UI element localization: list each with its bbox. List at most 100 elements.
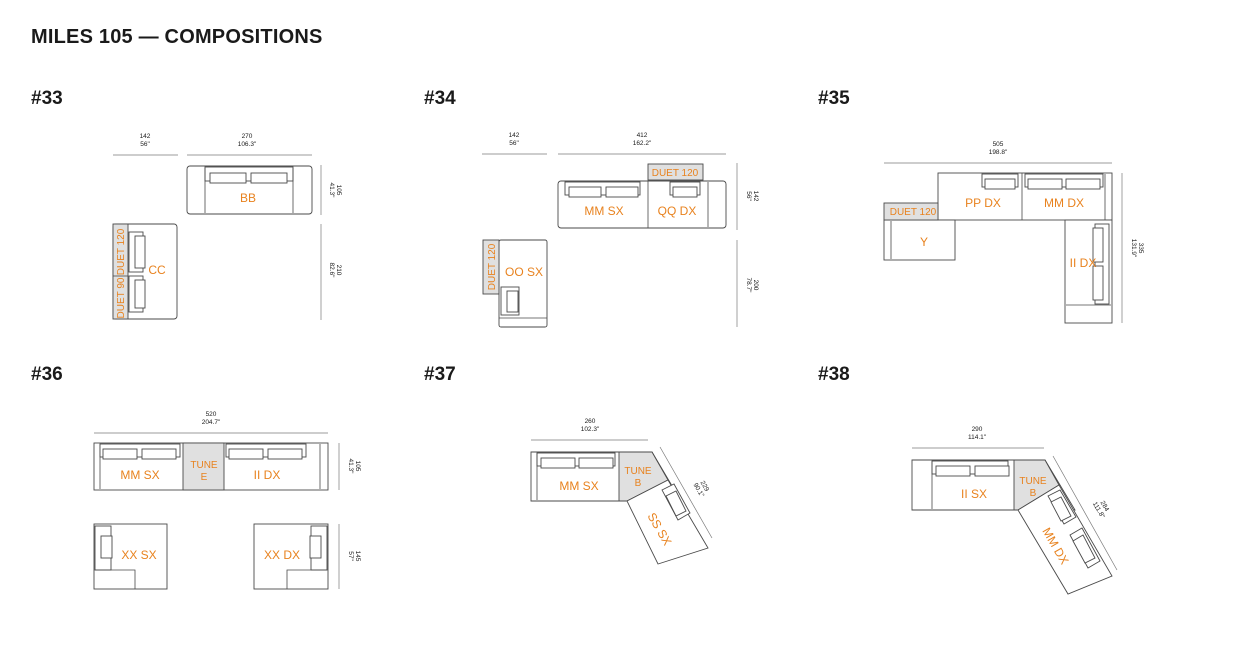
cushion <box>1072 534 1096 564</box>
dim-line <box>1052 455 1118 571</box>
duet-bar <box>112 223 129 320</box>
composition-37-plan: 260 102.3" 229 90.1" MM SX TUNE B SS SX <box>530 418 713 565</box>
module-y <box>883 219 956 261</box>
module-label-duet90: DUET 90 <box>116 277 127 318</box>
cushion <box>540 457 576 469</box>
dim-label: 162.2" <box>633 140 652 147</box>
cushion <box>605 186 639 198</box>
dim-label: 520 <box>206 411 217 418</box>
dim-label: 106.3" <box>238 141 257 148</box>
cushion <box>1092 265 1104 301</box>
dim-label: 270 <box>242 133 253 140</box>
dim-label: 505 <box>993 141 1004 148</box>
dim-label: 56" <box>745 191 752 201</box>
seat-line <box>95 569 136 589</box>
cushion <box>665 490 687 517</box>
cushion <box>568 186 602 198</box>
duet-bar <box>883 202 939 221</box>
dim-label: 57" <box>347 551 354 561</box>
dim-label: 335 <box>1137 243 1144 254</box>
module-label-ii-dx: II DX <box>1070 256 1097 270</box>
module-label-ii-dx: II DX <box>254 468 281 482</box>
dim-label: 56" <box>509 140 519 147</box>
dim-label: 210 <box>335 265 342 276</box>
module-label-tune: TUNE <box>190 460 218 471</box>
cushion <box>228 448 264 460</box>
dim-label: 198.8" <box>989 149 1008 156</box>
module-label-ii-sx: II SX <box>961 487 987 501</box>
module-label-bb: BB <box>240 191 256 205</box>
cushion <box>1050 496 1072 522</box>
module-label-oo-sx: OO SX <box>505 265 543 279</box>
composition-label-33: #33 <box>31 88 63 109</box>
module-label-xx-dx: XX DX <box>264 548 300 562</box>
dim-label: 41.3" <box>347 459 354 475</box>
cushion <box>141 448 177 460</box>
module-label-cc: CC <box>148 263 166 277</box>
module-label-duet120: DUET 120 <box>487 243 498 290</box>
dim-label: 105 <box>354 461 361 472</box>
composition-33-plan: 142 56" 270 106.3" 105 41.3" 210 82.6" B… <box>112 133 342 320</box>
duet-bar <box>647 163 704 181</box>
module-label-tune-b: B <box>635 478 642 489</box>
composition-label-34: #34 <box>424 88 456 109</box>
module-label-xx-sx: XX SX <box>121 548 156 562</box>
dim-label: 114.1" <box>968 434 987 441</box>
tune-block <box>182 442 225 491</box>
cushion <box>267 448 303 460</box>
composition-label-37: #37 <box>424 364 456 385</box>
cushion <box>102 448 138 460</box>
composition-34-plan: 142 56" 412 162.2" 142 56" 200 78.7" DUE… <box>482 132 759 328</box>
module-label-mm-dx: MM DX <box>1044 196 1084 210</box>
dim-label: 142 <box>140 133 151 140</box>
composition-36-plan: 520 204.7" 105 41.3" 145 57" MM SX TUNE … <box>93 411 361 590</box>
dim-label: 229 <box>699 480 711 493</box>
duet-bar <box>482 239 500 295</box>
cushion <box>1092 227 1104 263</box>
cushion <box>250 172 288 184</box>
cushion <box>672 186 698 198</box>
module-label-duet120: DUET 120 <box>890 207 937 218</box>
cushion <box>209 172 247 184</box>
dim-label: 284 <box>1099 500 1111 513</box>
module-ss-sx <box>626 479 709 565</box>
dim-label: 82.6" <box>328 263 335 279</box>
module-label-mm-sx: MM SX <box>559 479 598 493</box>
dim-label: 102.3" <box>581 426 600 433</box>
dim-label: 105 <box>335 185 342 196</box>
cushion <box>1065 178 1101 190</box>
composition-label-36: #36 <box>31 364 63 385</box>
module-label-duet120: DUET 120 <box>116 228 127 275</box>
composition-38-plan: 290 114.1" 284 111.8" II SX TUNE B MM DX <box>911 426 1118 595</box>
composition-label-38: #38 <box>818 364 850 385</box>
cushion <box>134 279 146 309</box>
module-label-pp-dx: PP DX <box>965 196 1001 210</box>
dim-label: 78.7" <box>745 278 752 294</box>
dim-label: 142 <box>752 191 759 202</box>
cushion <box>100 535 113 559</box>
module-label-y: Y <box>920 235 928 249</box>
dim-label: 142 <box>509 132 520 139</box>
module-label-mm-sx: MM SX <box>584 204 623 218</box>
dim-label: 200 <box>752 280 759 291</box>
dim-label: 56" <box>140 141 150 148</box>
cushion <box>309 535 322 559</box>
module-label-tune: TUNE <box>1019 476 1047 487</box>
dim-label: 204.7" <box>202 419 221 426</box>
cushion <box>984 178 1016 190</box>
seat-line <box>286 569 327 589</box>
page-title: MILES 105 — COMPOSITIONS <box>31 26 323 48</box>
dim-label: 412 <box>637 132 648 139</box>
dim-line <box>659 446 713 539</box>
cushion <box>974 465 1010 477</box>
module-label-mm-sx: MM SX <box>120 468 159 482</box>
module-label-tune: TUNE <box>624 466 652 477</box>
module-label-qq-dx: QQ DX <box>658 204 697 218</box>
composition-label-35: #35 <box>818 88 850 109</box>
module-label-tune-e: E <box>201 472 208 483</box>
cushion <box>506 290 519 313</box>
cushion <box>935 465 971 477</box>
dim-label: 131.9" <box>1130 239 1137 258</box>
dim-label: 41.3" <box>328 183 335 199</box>
